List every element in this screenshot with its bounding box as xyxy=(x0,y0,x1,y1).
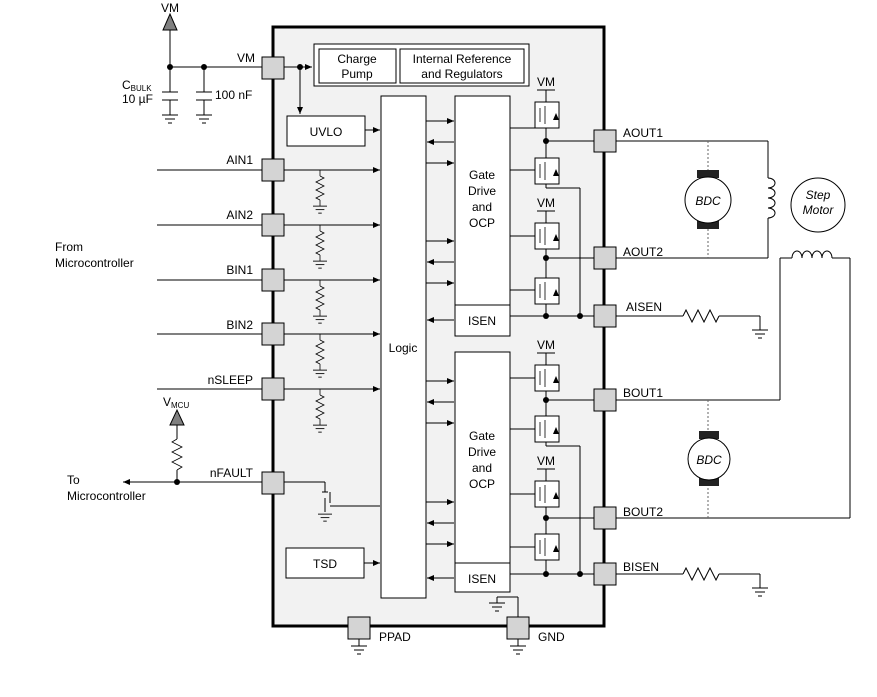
fet-vm-label-3: VM xyxy=(537,338,555,352)
pin-bin2-label: BIN2 xyxy=(226,318,253,332)
pin-aout1 xyxy=(593,129,617,153)
bdc2-brush-top xyxy=(699,431,719,439)
gate-b-text-1: Gate xyxy=(469,429,495,443)
gate-drive-a-block xyxy=(454,95,511,337)
vmcu-arrow xyxy=(169,408,185,426)
logic-block xyxy=(380,95,427,599)
fet-vm-label-1: VM xyxy=(537,75,555,89)
bdc-motor-1 xyxy=(684,176,732,224)
h-bridge-b: VM VM xyxy=(510,338,594,577)
fet-vm-label-2: VM xyxy=(537,196,555,210)
external-wiring xyxy=(616,140,851,597)
pin-ppad-label: PPAD xyxy=(379,630,411,644)
pin-nfault xyxy=(261,471,285,495)
tsd-text: TSD xyxy=(313,557,337,571)
pin-ain1 xyxy=(261,158,285,182)
to-mcu-label-1: To xyxy=(67,473,80,487)
gate-drive-b-block xyxy=(454,351,511,593)
int-ref-text-1: Internal Reference xyxy=(413,52,512,66)
gate-a-text-1: Gate xyxy=(469,168,495,182)
isen-b-text: ISEN xyxy=(468,572,496,586)
cap-100nf-label: 100 nF xyxy=(215,88,252,102)
logic-text: Logic xyxy=(389,341,418,355)
pin-bout1-label: BOUT1 xyxy=(623,386,663,400)
bdc-motor-2-label: BDC xyxy=(696,453,722,467)
pin-ain2-label: AIN2 xyxy=(226,208,253,222)
pin-nsleep xyxy=(261,377,285,401)
int-ref-text-2: and Regulators xyxy=(421,67,502,81)
pin-nsleep-label: nSLEEP xyxy=(208,373,253,387)
charge-pump-text-2: Pump xyxy=(341,67,373,81)
gate-b-text-2: Drive xyxy=(468,445,496,459)
cbulk-label: CBULK xyxy=(122,78,152,93)
logic-gate-arrows xyxy=(426,118,454,581)
pin-bout2 xyxy=(593,506,617,530)
pin-gnd-label: GND xyxy=(538,630,565,644)
pin-vm xyxy=(261,56,285,80)
charge-pump-text-1: Charge xyxy=(337,52,377,66)
step-motor xyxy=(790,177,846,233)
bdc1-brush-top xyxy=(697,170,719,178)
step-motor-label-1: Step xyxy=(806,188,831,202)
step-motor-coils xyxy=(767,177,838,259)
pin-ain1-label: AIN1 xyxy=(226,153,253,167)
pin-aout2 xyxy=(593,246,617,270)
cbulk-value: 10 µF xyxy=(122,92,153,106)
vm-supply-label: VM xyxy=(161,1,179,15)
from-mcu-label-2: Microcontroller xyxy=(55,256,134,270)
pin-aout2-label: AOUT2 xyxy=(623,245,663,259)
h-bridge-a: VM VM xyxy=(510,75,594,319)
bdc2-brush-bottom xyxy=(699,478,719,486)
fet-vm-label-4: VM xyxy=(537,454,555,468)
pin-bin1 xyxy=(261,268,285,292)
gate-a-text-3: and xyxy=(472,200,492,214)
pin-bout2-label: BOUT2 xyxy=(623,505,663,519)
pin-gnd xyxy=(506,616,530,640)
pin-bout1 xyxy=(593,388,617,412)
gate-b-text-3: and xyxy=(472,461,492,475)
uvlo-text: UVLO xyxy=(310,125,343,139)
pin-bisen xyxy=(593,562,617,586)
isen-a-text: ISEN xyxy=(468,314,496,328)
pin-aisen-label: AISEN xyxy=(626,300,662,314)
pulldown-resistors xyxy=(312,170,328,433)
internal-reference-block xyxy=(399,48,525,84)
pin-ppad xyxy=(347,616,371,640)
input-pins: AIN1 AIN2 BIN1 BIN2 nSLEEP xyxy=(157,153,380,401)
pin-aisen xyxy=(593,304,617,328)
uvlo-block xyxy=(286,115,366,147)
bdc1-brush-bottom xyxy=(697,221,719,229)
gate-a-text-4: OCP xyxy=(469,216,495,230)
vmcu-label: VMCU xyxy=(163,395,189,410)
step-motor-label-2: Motor xyxy=(803,203,835,217)
pin-ain2 xyxy=(261,213,285,237)
bdc-motor-2 xyxy=(687,437,731,481)
from-mcu-label-1: From xyxy=(55,240,83,254)
to-mcu-label-2: Microcontroller xyxy=(67,489,146,503)
charge-pump-block xyxy=(318,48,397,84)
vm-pin-label: VM xyxy=(237,51,255,65)
bdc-motor-1-label: BDC xyxy=(695,194,721,208)
pin-bisen-label: BISEN xyxy=(623,560,659,574)
pin-bin1-label: BIN1 xyxy=(226,263,253,277)
pin-nfault-label: nFAULT xyxy=(210,466,254,480)
pin-bin2 xyxy=(261,322,285,346)
gate-b-text-4: OCP xyxy=(469,477,495,491)
vm-supply-arrow xyxy=(162,12,178,31)
pin-aout1-label: AOUT1 xyxy=(623,126,663,140)
gate-a-text-2: Drive xyxy=(468,184,496,198)
